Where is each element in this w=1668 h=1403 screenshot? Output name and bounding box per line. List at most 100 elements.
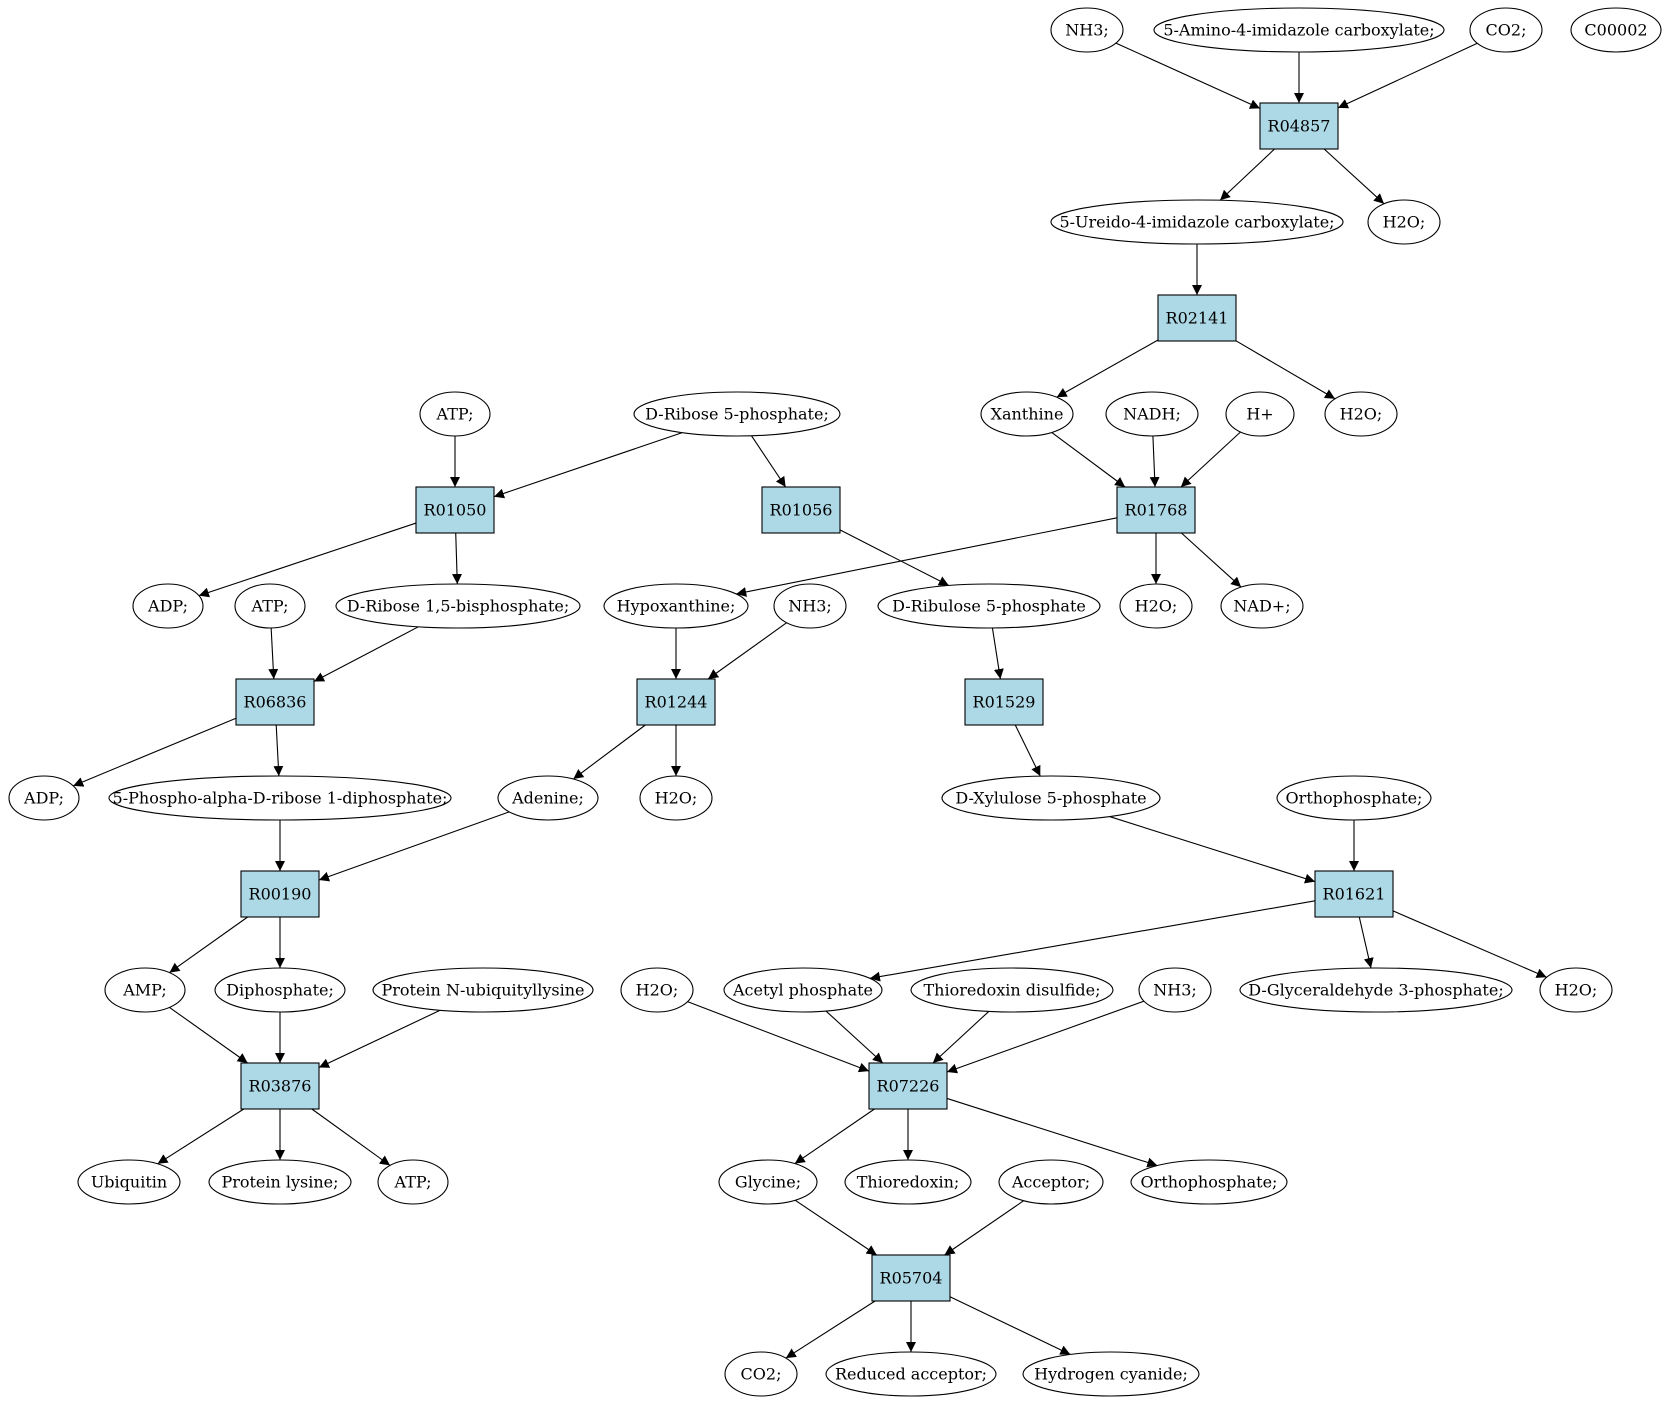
compound-ellipse [1324, 391, 1398, 437]
compound-node-acetylp[interactable]: Acetyl phosphate [723, 967, 883, 1013]
compound-node-trx[interactable]: Thioredoxin; [844, 1159, 972, 1205]
reaction-node-r01050[interactable]: R01050 [415, 486, 495, 534]
node-label: AMP; [122, 981, 167, 1000]
compound-node-protlys[interactable]: Protein lysine; [208, 1159, 352, 1205]
compound-node-orthop_2[interactable]: Orthophosphate; [1130, 1159, 1288, 1205]
edge-acetylp-to-r07226 [825, 1010, 884, 1064]
compound-node-h2o_4[interactable]: H2O; [639, 775, 713, 821]
reaction-node-r07226[interactable]: R07226 [868, 1062, 948, 1110]
reaction-box [1157, 294, 1237, 342]
edge-r04857-to-ureido [1219, 148, 1275, 201]
compound-node-nh3_3[interactable]: NH3; [1138, 967, 1212, 1013]
edge-r07226-to-glycine [794, 1108, 875, 1165]
compound-node-aica[interactable]: 5-Amino-4-imidazole carboxylate; [1153, 7, 1445, 53]
compound-node-nh3_2[interactable]: NH3; [773, 583, 847, 629]
compound-node-h2o_6[interactable]: H2O; [1539, 967, 1613, 1013]
reaction-box [1314, 870, 1394, 918]
compound-node-ribu5p[interactable]: D-Ribulose 5-phosphate [877, 583, 1101, 629]
compound-node-rib5p[interactable]: D-Ribose 5-phosphate; [633, 391, 841, 437]
compound-ellipse [108, 775, 452, 821]
compound-node-h2o_5[interactable]: H2O; [620, 967, 694, 1013]
compound-node-atp_2[interactable]: ATP; [234, 583, 306, 629]
compound-node-hcn[interactable]: Hydrogen cyanide; [1022, 1351, 1200, 1397]
reaction-node-r01768[interactable]: R01768 [1116, 486, 1196, 534]
compound-node-ubiquitin[interactable]: Ubiquitin [77, 1159, 181, 1205]
compound-node-xanthine[interactable]: Xanthine [980, 391, 1074, 437]
compound-node-hplus[interactable]: H+ [1225, 391, 1295, 437]
compound-ellipse [8, 775, 80, 821]
edge-nh3_2-to-r01244 [707, 622, 787, 680]
compound-ellipse [941, 775, 1161, 821]
compound-node-hypox[interactable]: Hypoxanthine; [603, 583, 749, 629]
node-label: R02141 [1166, 309, 1229, 328]
compound-node-ureido[interactable]: 5-Ureido-4-imidazole carboxylate; [1050, 199, 1344, 245]
edge-nh3_3-to-r07226 [946, 1000, 1145, 1074]
compound-node-prpp[interactable]: 5-Phospho-alpha-D-ribose 1-diphosphate; [108, 775, 452, 821]
compound-node-redacc[interactable]: Reduced acceptor; [825, 1351, 997, 1397]
edge-atp_2-to-r06836 [268, 627, 279, 680]
compound-ellipse [1276, 775, 1432, 821]
compound-node-rib15bp[interactable]: D-Ribose 1,5-bisphosphate; [335, 583, 581, 629]
edge-rib15bp-to-r06836 [313, 626, 419, 683]
edge-r01244-to-adenine [572, 724, 646, 780]
compound-node-orthop_1[interactable]: Orthophosphate; [1276, 775, 1432, 821]
compound-node-co2_1[interactable]: CO2; [1469, 7, 1543, 53]
compound-node-g3p[interactable]: D-Glyceraldehyde 3-phosphate; [1239, 967, 1513, 1013]
compound-node-atp_3[interactable]: ATP; [377, 1159, 449, 1205]
compound-node-protubiq[interactable]: Protein N-ubiquityllysine [372, 967, 594, 1013]
reaction-node-r00190[interactable]: R00190 [240, 870, 320, 918]
compound-ellipse [1239, 967, 1513, 1013]
edge-hplus-to-r01768 [1180, 431, 1241, 488]
edge-r03876-to-atp_3 [311, 1108, 391, 1166]
compound-node-adenine[interactable]: Adenine; [497, 775, 599, 821]
compound-ellipse [980, 391, 1074, 437]
edge-acceptor-to-r05704 [944, 1200, 1025, 1256]
reaction-node-r01244[interactable]: R01244 [636, 678, 716, 726]
compound-node-adp_1[interactable]: ADP; [132, 583, 204, 629]
compound-node-nh3_1[interactable]: NH3; [1050, 7, 1124, 53]
compound-node-nadh[interactable]: NADH; [1105, 391, 1199, 437]
node-label: NH3; [788, 597, 832, 616]
reaction-node-r02141[interactable]: R02141 [1157, 294, 1237, 342]
edge-xylu5p-to-r01621 [1109, 816, 1316, 884]
reaction-node-r01529[interactable]: R01529 [964, 678, 1044, 726]
reaction-node-r01056[interactable]: R01056 [761, 486, 841, 534]
compound-node-amp[interactable]: AMP; [104, 967, 186, 1013]
reaction-node-r05704[interactable]: R05704 [871, 1254, 951, 1302]
compound-node-h2o_2[interactable]: H2O; [1324, 391, 1398, 437]
compound-node-acceptor[interactable]: Acceptor; [998, 1159, 1104, 1205]
node-label: NAD+; [1233, 597, 1290, 616]
node-label: 5-Ureido-4-imidazole carboxylate; [1059, 213, 1334, 232]
reaction-node-r04857[interactable]: R04857 [1259, 102, 1339, 150]
edge-r00190-to-amp [169, 916, 248, 974]
compound-ellipse [1050, 199, 1344, 245]
compound-node-glycine[interactable]: Glycine; [718, 1159, 818, 1205]
compound-node-h2o_1[interactable]: H2O; [1367, 199, 1441, 245]
node-label: H2O; [1555, 981, 1598, 1000]
reaction-node-r03876[interactable]: R03876 [240, 1062, 320, 1110]
node-label: R01621 [1323, 885, 1386, 904]
compound-node-diphos[interactable]: Diphosphate; [214, 967, 346, 1013]
compound-ellipse [1050, 7, 1124, 53]
compound-node-nadp[interactable]: NAD+; [1220, 583, 1304, 629]
reaction-node-r06836[interactable]: R06836 [235, 678, 315, 726]
compound-node-atp_1[interactable]: ATP; [419, 391, 491, 437]
compound-node-co2_2[interactable]: CO2; [724, 1351, 798, 1397]
edge-r07226-to-orthop_2 [946, 1097, 1158, 1168]
node-label: H2O; [636, 981, 679, 1000]
compound-node-adp_2[interactable]: ADP; [8, 775, 80, 821]
node-label: H+ [1246, 405, 1273, 424]
compound-ellipse [1570, 7, 1662, 53]
node-label: ATP; [436, 405, 474, 424]
compound-node-trxss[interactable]: Thioredoxin disulfide; [910, 967, 1114, 1013]
compound-node-xylu5p[interactable]: D-Xylulose 5-phosphate [941, 775, 1161, 821]
compound-ellipse [77, 1159, 181, 1205]
reaction-node-r01621[interactable]: R01621 [1314, 870, 1394, 918]
compound-node-c00002[interactable]: C00002 [1570, 7, 1662, 53]
compound-node-h2o_3[interactable]: H2O; [1119, 583, 1193, 629]
compound-ellipse [1220, 583, 1304, 629]
edge-r05704-to-co2_2 [785, 1300, 876, 1359]
edge-r01768-to-hypox [736, 517, 1118, 597]
node-label: NH3; [1065, 21, 1109, 40]
compound-ellipse [844, 1159, 972, 1205]
